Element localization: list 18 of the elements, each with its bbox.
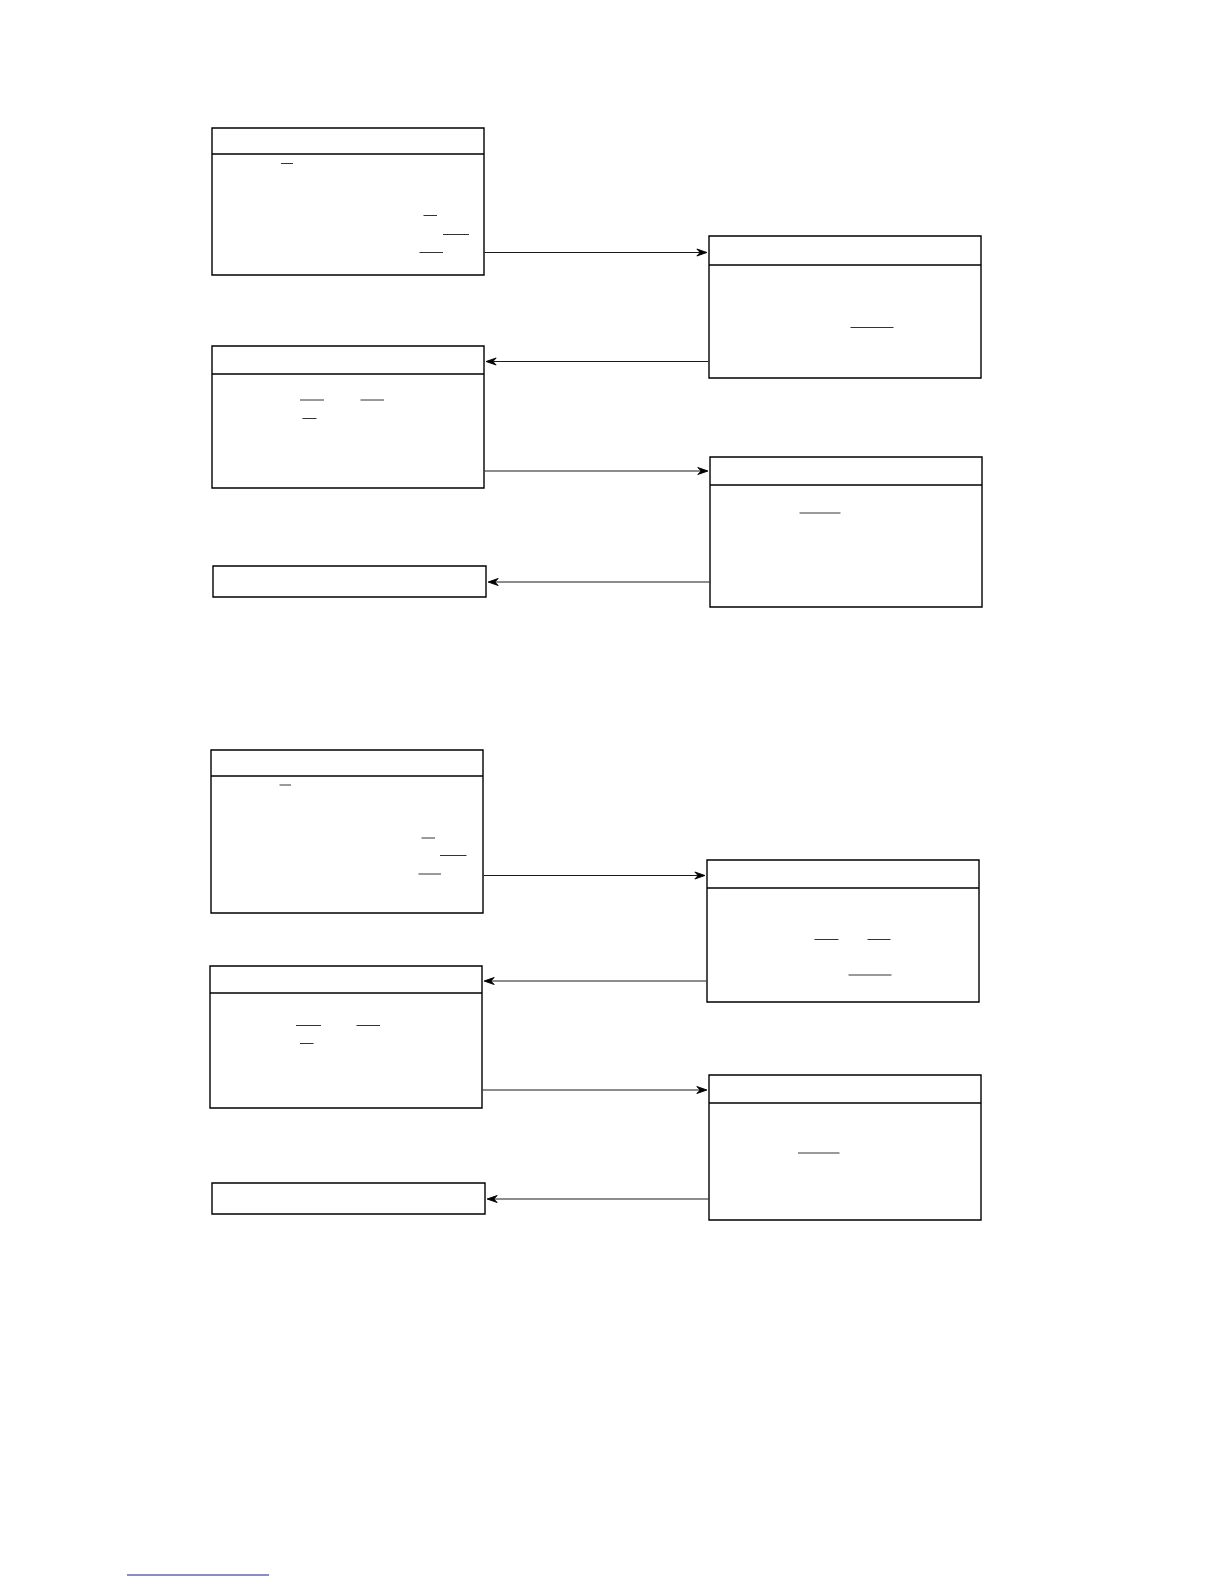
arrow — [485, 357, 709, 366]
class-box — [211, 1182, 486, 1215]
arrow — [486, 1195, 709, 1203]
arrow — [482, 1086, 708, 1094]
class-box — [211, 127, 485, 276]
arrow — [484, 467, 709, 475]
arrow — [483, 871, 706, 880]
class-box — [708, 235, 982, 379]
class-box — [708, 1074, 982, 1221]
class-box — [211, 345, 485, 489]
class-box — [212, 565, 487, 598]
class-box — [209, 965, 483, 1109]
class-box — [210, 749, 484, 914]
arrow — [483, 977, 707, 985]
arrow — [484, 248, 708, 257]
arrow — [487, 578, 710, 586]
class-box — [709, 456, 983, 608]
class-box — [706, 859, 980, 1003]
